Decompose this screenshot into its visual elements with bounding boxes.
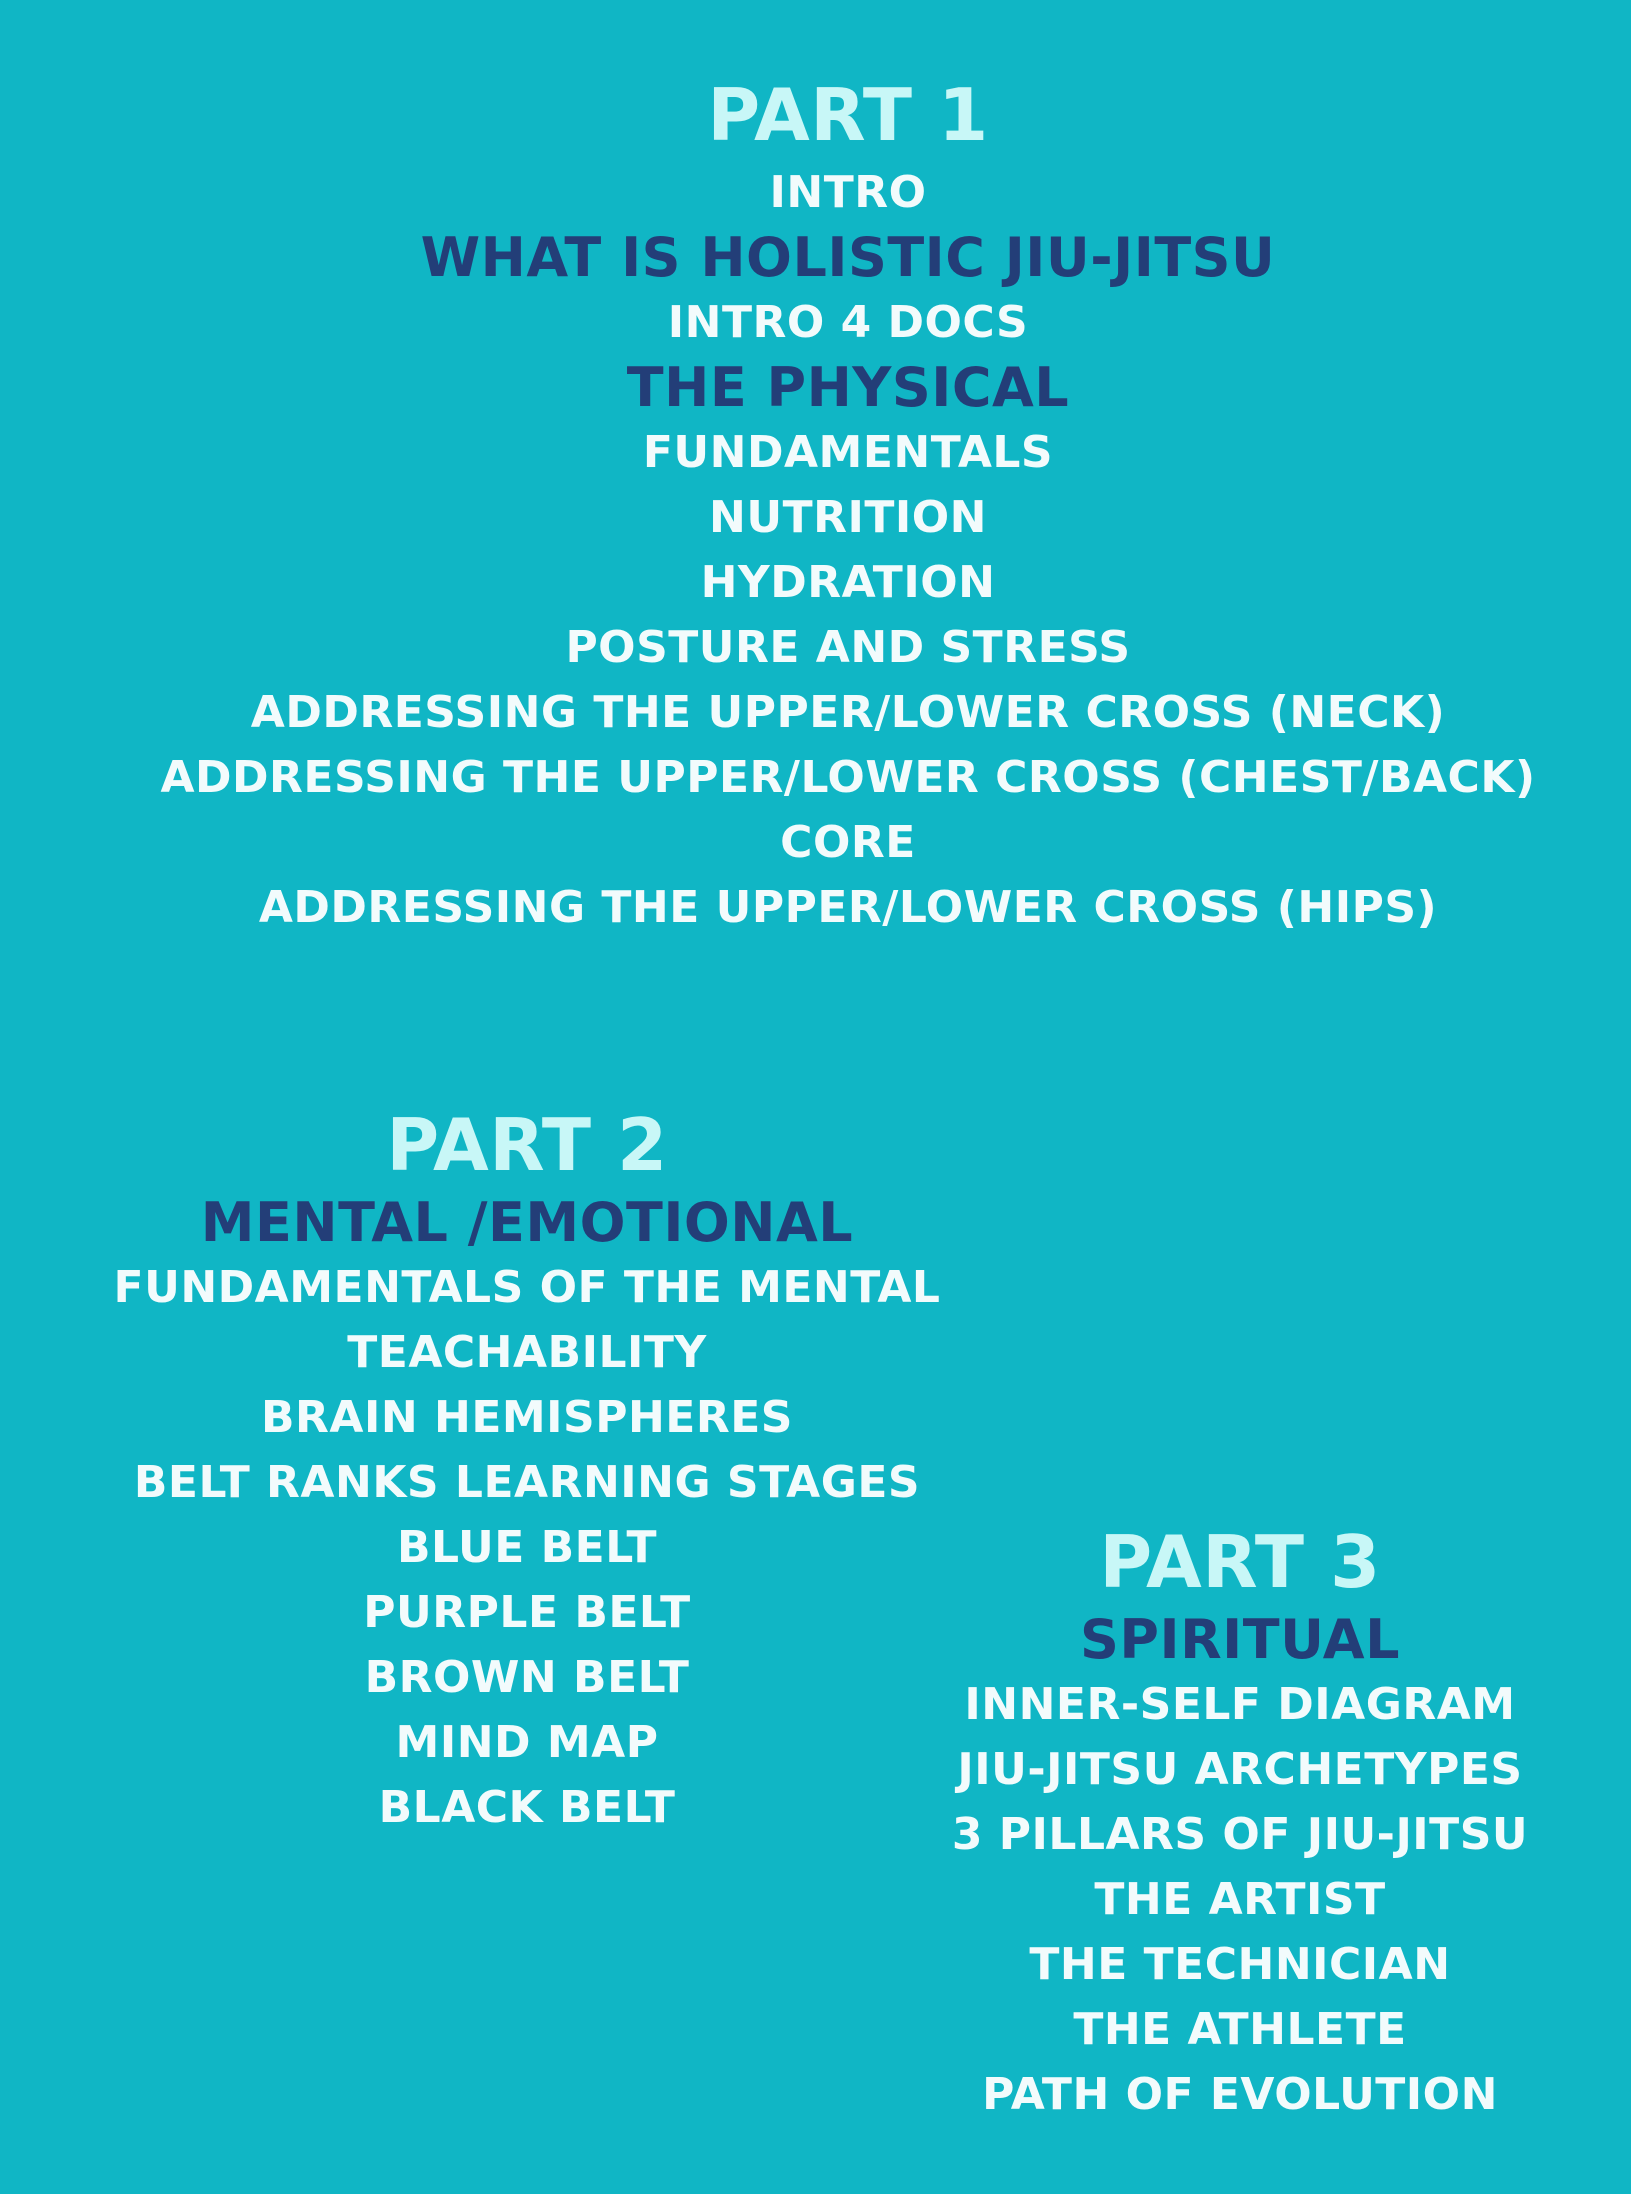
contents-item: BLUE BELT bbox=[397, 1522, 657, 1573]
contents-item: PURPLE BELT bbox=[363, 1587, 691, 1638]
contents-item: 3 PILLARS OF JIU-JITSU bbox=[951, 1809, 1529, 1860]
section-topic-heading: MENTAL /EMOTIONAL bbox=[200, 1191, 854, 1254]
contents-item: JIU-JITSU ARCHETYPES bbox=[957, 1744, 1523, 1795]
part-3-lines: SPIRITUAL INNER-SELF DIAGRAM JIU-JITSU ARC… bbox=[840, 1607, 1631, 2127]
part-1-lines: INTRO WHAT IS HOLISTIC JIU-JITSU INTRO 4 D… bbox=[0, 160, 1631, 940]
contents-item: TEACHABILITY bbox=[347, 1327, 707, 1378]
contents-item: THE ATHLETE bbox=[1073, 2004, 1407, 2055]
contents-item: BLACK BELT bbox=[378, 1782, 676, 1833]
contents-item: INTRO 4 DOCS bbox=[667, 297, 1029, 348]
contents-item: NUTRITION bbox=[709, 492, 987, 543]
part-3-section: PART 3 SPIRITUAL INNER-SELF DIAGRAM JIU-JI… bbox=[840, 1517, 1631, 2127]
part-2-lines: MENTAL /EMOTIONAL FUNDAMENTALS OF THE MEN… bbox=[27, 1190, 1027, 1840]
contents-item: THE TECHNICIAN bbox=[1029, 1939, 1451, 1990]
contents-item: CORE bbox=[780, 817, 916, 868]
contents-item: MIND MAP bbox=[395, 1717, 659, 1768]
contents-item: INNER-SELF DIAGRAM bbox=[964, 1679, 1516, 1730]
contents-item: ADDRESSING THE UPPER/LOWER CROSS (CHEST/… bbox=[160, 752, 1536, 803]
part-2-heading: PART 2 bbox=[386, 1103, 668, 1187]
contents-item: BELT RANKS LEARNING STAGES bbox=[133, 1457, 921, 1508]
contents-item: INTRO bbox=[769, 167, 927, 218]
contents-item: BRAIN HEMISPHERES bbox=[261, 1392, 793, 1443]
section-topic-heading: SPIRITUAL bbox=[1080, 1608, 1400, 1671]
contents-item: PATH OF EVOLUTION bbox=[982, 2069, 1498, 2120]
contents-item: BROWN BELT bbox=[364, 1652, 690, 1703]
part-1-heading: PART 1 bbox=[707, 73, 989, 157]
contents-item: THE ARTIST bbox=[1094, 1874, 1386, 1925]
contents-item: ADDRESSING THE UPPER/LOWER CROSS (HIPS) bbox=[258, 882, 1438, 933]
contents-item: HYDRATION bbox=[700, 557, 996, 608]
part-3-heading: PART 3 bbox=[1099, 1520, 1381, 1604]
part-2-section: PART 2 MENTAL /EMOTIONAL FUNDAMENTALS OF … bbox=[27, 1100, 1027, 1840]
contents-item: POSTURE AND STRESS bbox=[565, 622, 1131, 673]
section-topic-heading: THE PHYSICAL bbox=[626, 356, 1070, 419]
section-topic-heading: WHAT IS HOLISTIC JIU-JITSU bbox=[420, 226, 1276, 289]
contents-item: FUNDAMENTALS OF THE MENTAL bbox=[113, 1262, 941, 1313]
contents-item: ADDRESSING THE UPPER/LOWER CROSS (NECK) bbox=[250, 687, 1446, 738]
contents-item: FUNDAMENTALS bbox=[642, 427, 1054, 478]
